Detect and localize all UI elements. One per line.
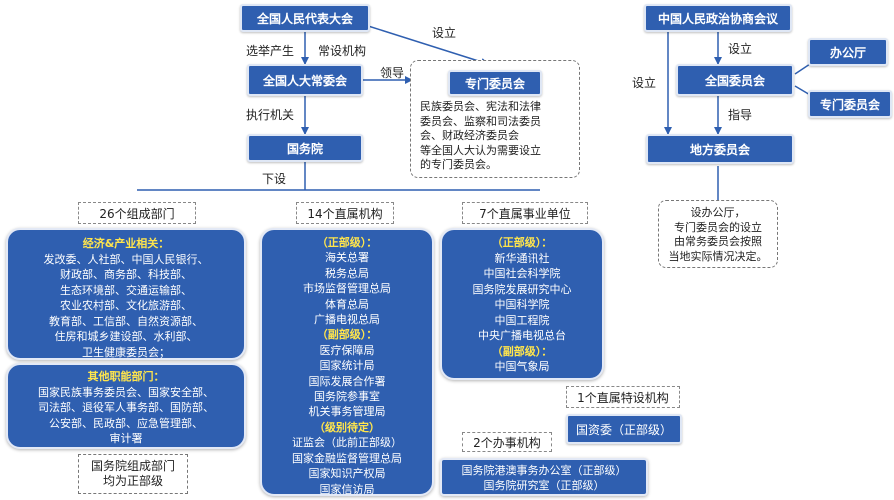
institutions-panel: （正部级）： 新华通讯社 中国社会科学院 国务院发展研究中心 中国科学院 中国工… (440, 228, 604, 380)
direct-line: 国际发展合作署 (308, 374, 386, 388)
cppcc-office-box: 办公厅 (808, 38, 888, 66)
special-desc-line: 等全国人大认为需要设立 (420, 143, 541, 157)
label-under: 下设 (262, 172, 287, 186)
institution-line: 中国工程院 (494, 313, 550, 327)
direct-line: 体育总局 (325, 297, 369, 311)
institution-line: 中央广播电视总台 (478, 329, 566, 342)
other-line: 审计署 (109, 432, 143, 445)
direct-line: 国家统计局 (319, 359, 375, 373)
direct-line: （正部级）： (316, 236, 378, 249)
institution-line: 中国气象局 (494, 360, 550, 373)
special-desc-line: 的专门委员会。 (420, 158, 497, 171)
econ-line: 财政部、商务部、科技部、 (60, 268, 192, 281)
cppcc-note-line: 由常务委员会按照 (674, 235, 762, 248)
cppcc-note-line: 专门委员会的设立 (674, 220, 762, 234)
other-line: 司法部、退役军人事务部、国防部、 (38, 401, 214, 414)
institution-line: 中国社会科学院 (483, 267, 561, 280)
cppcc-box: 中国人民政治协商会议 (644, 4, 792, 32)
cppcc-national-box: 全国委员会 (676, 64, 794, 96)
npc-standing-box: 全国人大常委会 (247, 64, 363, 96)
cppcc-note: 设办公厅， 专门委员会的设立 由常务委员会按照 当地实际情况决定。 (658, 200, 778, 268)
special-committee-desc: 民族委员会、宪法和法律 委员会、监察和司法委员 会、财政经济委员会 等全国人大认… (420, 100, 576, 173)
econ-line: 生态环境部、交通运输部、 (60, 283, 192, 297)
institution-line: （正部级）： (491, 236, 553, 249)
institution-line: 国务院发展研究中心 (472, 282, 572, 296)
direct-line: 市场监督管理总局 (303, 282, 391, 296)
cppcc-special-box: 专门委员会 (808, 90, 892, 118)
cppcc-label-setup1: 设立 (728, 42, 753, 56)
institution-line: 新华通讯社 (494, 251, 550, 265)
cppcc-local-box: 地方委员会 (646, 134, 794, 164)
npc-to-special-arrow (364, 24, 489, 66)
offices-header: 2个办事机构 (462, 432, 552, 452)
ministries-header: 26个组成部门 (78, 202, 196, 224)
direct-line: 国家金融监督管理总局 (292, 451, 402, 465)
office-line: 国务院研究室（正部级） (483, 479, 605, 492)
special-org-header: 1个直属特设机构 (566, 386, 680, 408)
special-committee-box: 专门委员会 (448, 70, 542, 96)
direct-line: 广播电视总局 (314, 313, 380, 327)
cppcc-label-setup2: 设立 (632, 76, 657, 90)
econ-title: 经济&产业相关： (82, 237, 170, 250)
direct-line: （级别待定） (314, 420, 380, 434)
direct-panel: （正部级）： 海关总署 税务总局 市场监督管理总局 体育总局 广播电视总局 （副… (260, 228, 434, 496)
ministries-note-line: 均为正部级 (102, 473, 163, 488)
direct-line: 海关总署 (325, 251, 369, 265)
cppcc-label-guide: 指导 (728, 108, 753, 122)
label-standing: 常设机构 (318, 44, 367, 58)
label-setup: 设立 (432, 26, 457, 40)
ministries-note: 国务院组成部门 均为正部级 (78, 454, 188, 494)
special-desc-line: 会、财政经济委员会 (420, 129, 519, 142)
cppcc-note-line: 设办公厅， (690, 206, 746, 219)
direct-line: （副部级）： (316, 328, 378, 342)
econ-line: 住房和城乡建设部、水利部、 (54, 330, 198, 343)
econ-line: 发改委、人社部、中国人民银行、 (43, 252, 209, 266)
label-lead: 领导 (380, 66, 405, 80)
institution-line: 中国科学院 (494, 298, 550, 311)
direct-line: 国家知识产权局 (308, 467, 386, 481)
institution-line: （副部级）： (491, 344, 553, 358)
state-council-box: 国务院 (247, 134, 363, 162)
other-line: 国家民族事务委员会、国家安全部、 (38, 385, 214, 399)
direct-line: 税务总局 (325, 266, 369, 280)
label-exec: 执行机关 (246, 108, 295, 122)
direct-line: 机关事务管理局 (308, 405, 386, 419)
other-line: 公安部、民政部、应急管理部、 (49, 416, 203, 430)
special-desc-line: 民族委员会、宪法和法律 (420, 100, 541, 113)
direct-line: 医疗保障局 (319, 343, 375, 357)
special-org-box: 国资委（正部级） (566, 414, 682, 444)
direct-line: 国家信访局 (319, 482, 375, 496)
institutions-header: 7个直属事业单位 (462, 202, 588, 224)
offices-panel: 国务院港澳事务办公室（正部级） 国务院研究室（正部级） (440, 458, 648, 496)
ministries-note-line: 国务院组成部门 (90, 459, 175, 473)
direct-line: 国务院参事室 (314, 390, 380, 404)
ministries-other-panel: 其他职能部门： 国家民族事务委员会、国家安全部、 司法部、退役军人事务部、国防部… (6, 363, 246, 449)
special-desc-line: 委员会、监察和司法委员 (420, 114, 541, 128)
econ-line: 教育部、工信部、自然资源部、 (49, 314, 203, 328)
office-line: 国务院港澳事务办公室（正部级） (461, 464, 627, 477)
npc-box: 全国人民代表大会 (240, 4, 370, 32)
cppcc-note-line: 当地实际情况决定。 (668, 249, 768, 263)
other-title: 其他职能部门： (87, 370, 165, 383)
direct-header: 14个直属机构 (296, 202, 394, 224)
direct-line: 证监会（此前正部级） (292, 436, 402, 450)
econ-line: 农业农村部、文化旅游部、 (60, 299, 192, 312)
label-elect: 选举产生 (246, 44, 295, 58)
ministries-econ-panel: 经济&产业相关： 发改委、人社部、中国人民银行、 财政部、商务部、科技部、 生态… (6, 228, 246, 360)
econ-line: 卫生健康委员会； (82, 345, 170, 359)
